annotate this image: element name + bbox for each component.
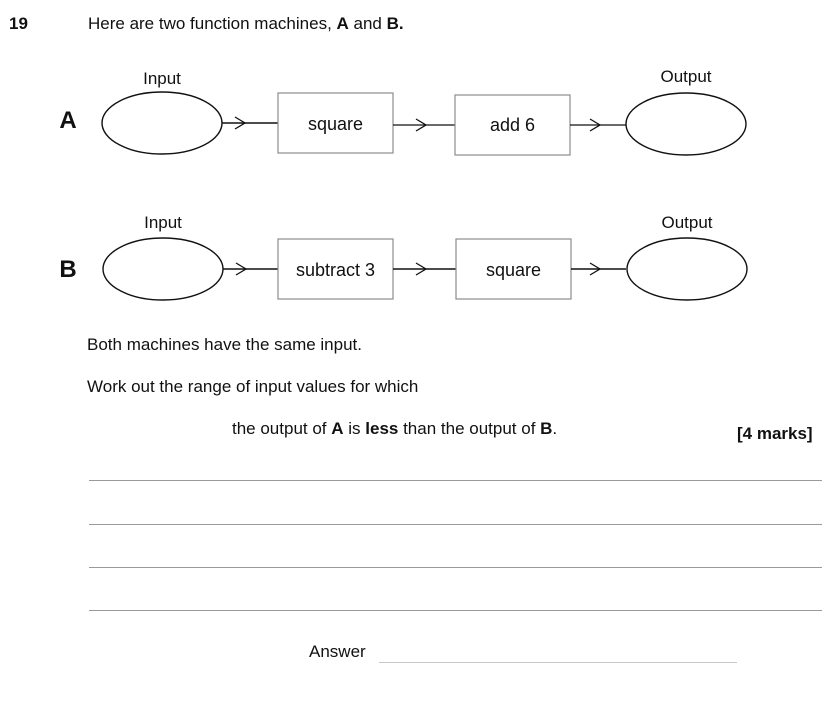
work-out-text: Work out the range of input values for w…	[87, 377, 419, 396]
marks-badge: [4 marks]	[737, 424, 813, 443]
machine-a-output-label: Output	[660, 67, 711, 86]
machine-a-input-oval	[101, 91, 223, 155]
arrow-head-icon	[415, 118, 428, 132]
machine-b-output-label: Output	[661, 213, 712, 232]
machine-a-output-oval	[625, 92, 747, 156]
arrow-head-icon	[415, 262, 428, 276]
machine-a-label: A	[59, 107, 76, 134]
machine-b-output-oval	[626, 237, 748, 301]
function-machines-diagram: A Input square add 6 Output B Input subt…	[59, 67, 748, 301]
machine-b-input-label: Input	[144, 213, 182, 232]
arrow-head-icon	[235, 262, 248, 276]
arrow-head-icon	[589, 118, 602, 132]
machine-b-step-1: subtract 3	[296, 260, 375, 280]
working-line-2[interactable]	[89, 524, 822, 525]
machine-a-step-2: add 6	[490, 115, 535, 135]
working-line-3[interactable]	[89, 567, 822, 568]
machine-b-step-1-box	[277, 238, 394, 300]
answer-label: Answer	[309, 642, 366, 661]
same-input-text: Both machines have the same input.	[87, 335, 362, 354]
machine-b-input-oval	[102, 237, 224, 301]
answer-field[interactable]	[379, 662, 737, 663]
condition-text: the output of A is less than the output …	[232, 419, 558, 438]
question-number: 19	[9, 14, 28, 33]
machine-a-input-label: Input	[143, 69, 181, 88]
question-intro: Here are two function machines, A and B.	[88, 14, 404, 33]
working-line-1[interactable]	[89, 480, 822, 481]
machine-b-label: B	[59, 256, 76, 283]
arrow-head-icon	[234, 116, 247, 130]
arrow-head-icon	[589, 262, 602, 276]
machine-b-step-2: square	[486, 260, 541, 280]
machine-a: A Input square add 6 Output	[59, 67, 747, 156]
machine-a-step-1: square	[308, 114, 363, 134]
working-line-4[interactable]	[89, 610, 822, 611]
machine-a-step-1-box	[277, 92, 394, 154]
machine-b: B Input subtract 3 square Output	[59, 213, 748, 301]
